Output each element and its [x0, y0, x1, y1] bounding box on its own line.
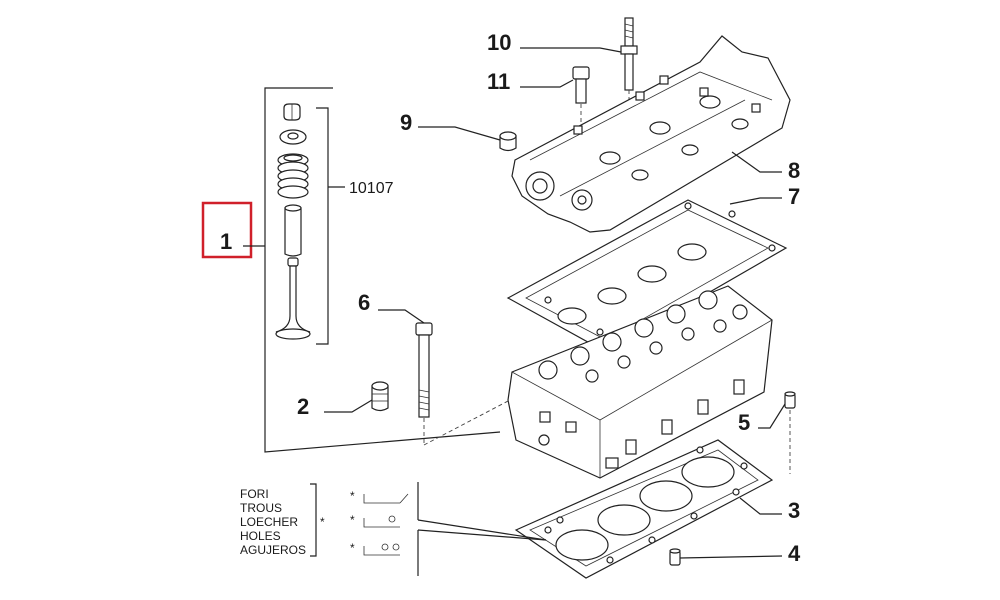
- legend-marker-1: *: [350, 489, 355, 503]
- callout-9: 9: [400, 110, 412, 135]
- part-3-head-gasket: 3: [514, 439, 800, 579]
- valve: [275, 257, 311, 340]
- callout-3: 3: [788, 498, 800, 523]
- part-8-camshaft-housing: 8: [511, 35, 800, 233]
- part-5-dowel: 5: [738, 391, 796, 435]
- legend-marker-3: *: [350, 541, 355, 555]
- part-4-dowel: 4: [669, 541, 801, 566]
- cylinder-head: [507, 285, 773, 479]
- callout-6: 6: [358, 290, 370, 315]
- part-7-gasket: 7: [506, 184, 800, 353]
- callout-4: 4: [788, 541, 801, 566]
- legend-line-1: FORI: [240, 487, 269, 501]
- spring-retainer: [279, 129, 307, 145]
- part-6-bolt: 6: [358, 290, 433, 445]
- part-11-bolt: 11: [487, 66, 590, 128]
- callout-2: 2: [297, 394, 309, 419]
- callout-1: 1: [220, 229, 232, 254]
- callout-7: 7: [788, 184, 800, 209]
- legend-line-4: HOLES: [240, 529, 281, 543]
- legend-line-2: TROUS: [240, 501, 282, 515]
- callout-11: 11: [487, 69, 510, 94]
- part-10-stud: 10: [487, 17, 638, 140]
- valve-spring: [277, 153, 309, 199]
- callout-10: 10: [487, 30, 511, 55]
- legend-marker-mid: *: [320, 515, 325, 529]
- legend-marker-2: *: [350, 513, 355, 527]
- highlight-box: [201, 201, 253, 259]
- callout-8: 8: [788, 158, 800, 183]
- legend-line-3: LOECHER: [240, 515, 298, 529]
- holes-legend: FORI TROUS LOECHER HOLES AGUJEROS * * * …: [240, 482, 547, 576]
- valve-keeper: [283, 103, 301, 121]
- callout-5: 5: [738, 410, 750, 435]
- part-2-cap: 2: [297, 381, 389, 419]
- legend-line-5: AGUJEROS: [240, 543, 306, 557]
- callout-10107: 10107: [349, 180, 394, 197]
- part-9-plug: 9: [400, 110, 517, 152]
- valve-kit-group: 1 10107: [201, 87, 501, 453]
- valve-guide: [284, 204, 302, 257]
